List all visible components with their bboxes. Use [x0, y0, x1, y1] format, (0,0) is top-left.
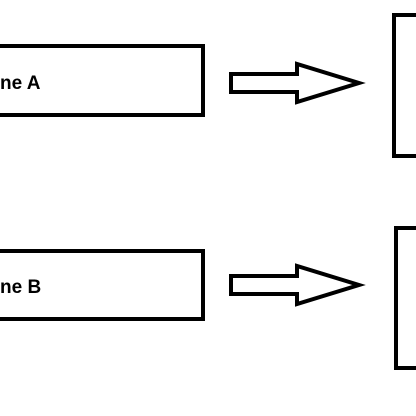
machine-b-label: ne B [0, 277, 42, 298]
right-arrow-icon [229, 61, 366, 105]
target-a-box [392, 13, 416, 158]
right-arrow-icon [229, 263, 366, 307]
machine-a-label: ne A [0, 73, 41, 94]
machine-b-box [0, 249, 205, 321]
machine-a-box [0, 44, 205, 117]
target-b-box [394, 226, 416, 370]
